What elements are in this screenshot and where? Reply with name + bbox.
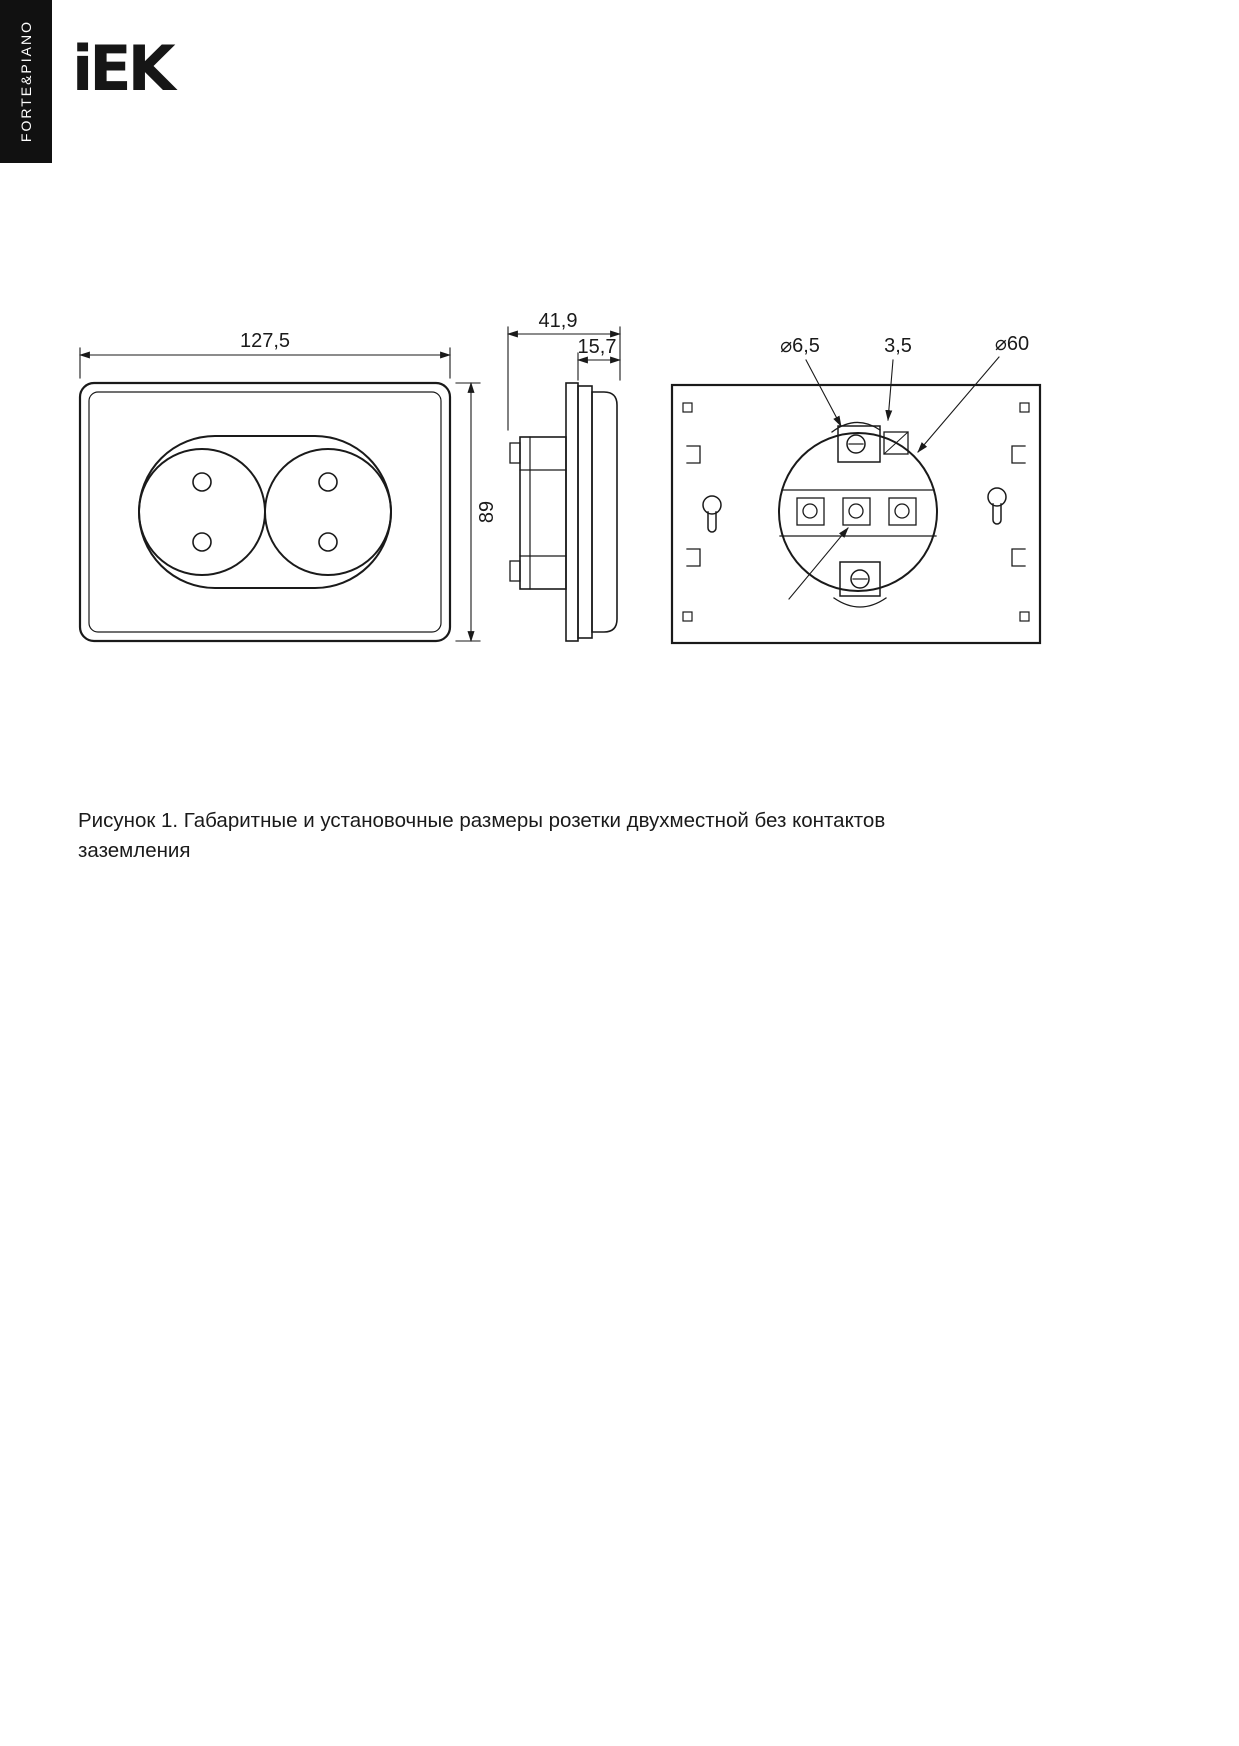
front-plate-outline	[78, 381, 452, 643]
pin-hole	[192, 532, 212, 552]
front-plate-inner-outline	[88, 391, 442, 633]
right-keyhole-slot	[987, 487, 1007, 525]
back-view-leader-lines	[788, 356, 1000, 600]
terminal-screw	[848, 503, 864, 519]
slot-width-leader	[885, 359, 894, 422]
terminal-screw	[894, 503, 910, 519]
back-box-diameter-label: ⌀60	[995, 333, 1029, 355]
series-tab-label: FORTE&PIANO	[18, 20, 34, 143]
edge-notch	[1019, 402, 1030, 413]
figure1-technical-drawing: 127,5 89 41,9 15,7 ⌀6,5 3,5 ⌀60	[78, 310, 1042, 645]
pin-hole	[318, 532, 338, 552]
side-clip	[686, 445, 701, 464]
back-hole-diameter-label: ⌀6,5	[780, 335, 820, 357]
edge-notch	[1019, 611, 1030, 622]
back-slot-width-label: 3,5	[884, 335, 912, 357]
side-cover-profile	[591, 391, 618, 633]
pin-hole	[318, 472, 338, 492]
bottom-mounting-claw	[833, 561, 887, 608]
back-view-drawing	[670, 383, 1042, 645]
side-clip	[686, 548, 701, 567]
pin-hole	[192, 472, 212, 492]
dimension-labels: 127,5 89 41,9 15,7 ⌀6,5 3,5 ⌀60	[240, 310, 1029, 523]
front-width-label: 127,5	[240, 330, 290, 352]
mounting-box-circle	[778, 432, 938, 592]
edge-notch	[682, 402, 693, 413]
terminal-block	[888, 497, 917, 526]
front-view-dimension-lines	[78, 347, 481, 643]
terminal-screw	[802, 503, 818, 519]
hole-diameter-leader	[805, 359, 842, 427]
side-decor-plate	[577, 385, 593, 639]
side-view-dimension-lines	[506, 326, 622, 431]
side-top-claw	[509, 442, 521, 464]
side-cover-depth-label: 15,7	[578, 336, 617, 358]
socket-left-circle	[138, 448, 266, 576]
terminal-block	[796, 497, 825, 526]
series-tab: FORTE&PIANO	[0, 0, 52, 163]
top-mounting-claw	[831, 421, 909, 463]
front-height-label: 89	[476, 501, 498, 523]
socket-right-circle	[264, 448, 392, 576]
side-mechanism-box	[519, 436, 567, 590]
side-view-drawing	[509, 382, 618, 642]
side-total-depth-label: 41,9	[539, 310, 578, 332]
box-diameter-leader	[917, 356, 1000, 453]
front-view-drawing	[78, 381, 452, 643]
figure-caption: Рисунок 1. Габаритные и установочные раз…	[78, 809, 886, 862]
side-clip	[1011, 548, 1026, 567]
terminal-block	[842, 497, 871, 526]
iek-logo: iEK	[72, 32, 176, 105]
back-plate-outline	[670, 383, 1042, 645]
left-keyhole-slot	[702, 495, 722, 533]
side-bottom-claw	[509, 560, 521, 582]
side-clip	[1011, 445, 1026, 464]
edge-notch	[682, 611, 693, 622]
diagonal-leader	[788, 527, 849, 600]
side-support-frame	[565, 382, 579, 642]
